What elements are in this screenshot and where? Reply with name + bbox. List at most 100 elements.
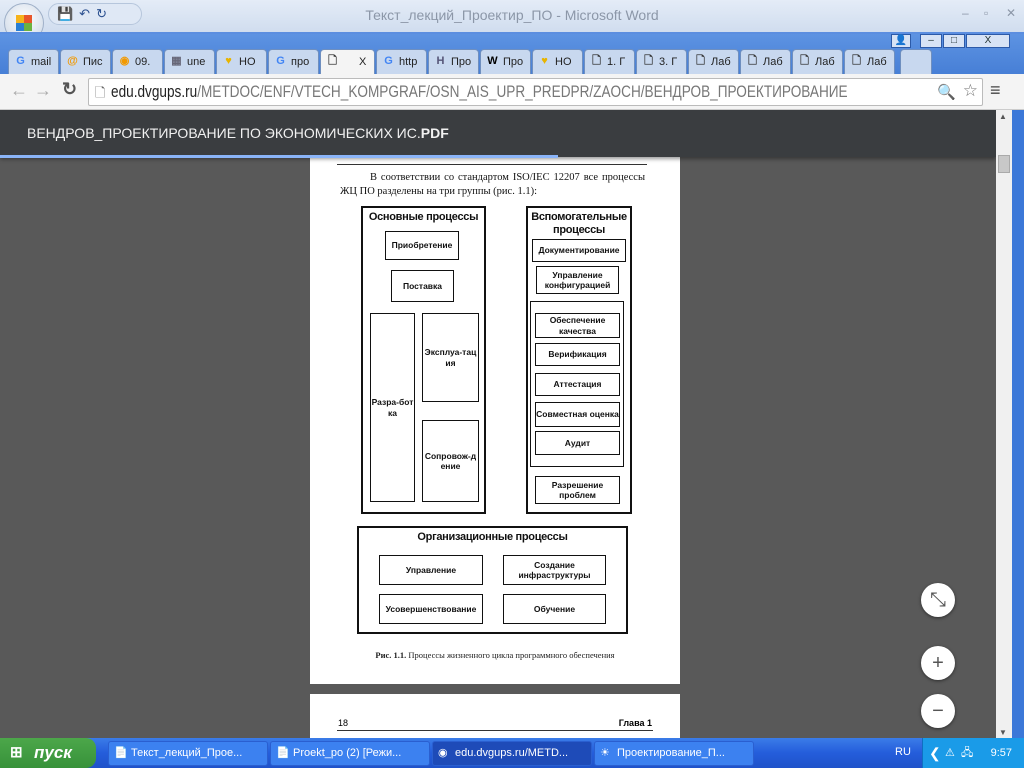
process-box: Разрешение проблем bbox=[535, 476, 620, 504]
tray-expand-icon[interactable]: ❮ bbox=[929, 745, 941, 761]
tab[interactable]: ▦ une bbox=[164, 49, 215, 74]
start-button[interactable]: ⊞пуск bbox=[0, 738, 96, 768]
tab-label: Лаб bbox=[815, 56, 835, 68]
scroll-down-arrow-icon[interactable]: ▼ bbox=[999, 728, 1007, 737]
url-text: edu.dvgups.ru/METDOC/ENF/VTECH_KOMPGRAF/… bbox=[111, 79, 933, 105]
process-box: Создание инфраструктуры bbox=[503, 555, 606, 585]
process-box: Управление конфигурацией bbox=[536, 266, 619, 294]
process-label: Эксплуа-тация bbox=[424, 347, 477, 368]
process-box: Аудит bbox=[535, 431, 620, 455]
tab-close-icon[interactable]: X bbox=[359, 56, 367, 68]
tab-favicon-icon: ◉ bbox=[119, 55, 130, 67]
new-tab-button[interactable] bbox=[900, 49, 932, 74]
header-rule bbox=[337, 164, 647, 165]
minimize-button[interactable]: – bbox=[920, 34, 942, 48]
process-label: Организационные процессы bbox=[417, 531, 568, 543]
pdf-page: В соответствии со стандартом ISO/IEC 122… bbox=[310, 157, 680, 684]
process-label: Обучение bbox=[533, 603, 576, 614]
app-icon: 📄 bbox=[114, 747, 128, 759]
tab-favicon-icon: ♥ bbox=[541, 55, 548, 67]
tab[interactable]: ♥ НО bbox=[216, 49, 267, 74]
quick-access-toolbar[interactable]: 💾↶↻ bbox=[48, 3, 142, 25]
tab[interactable]: @ Пис bbox=[60, 49, 111, 74]
reload-button[interactable]: ↻ bbox=[62, 79, 78, 99]
taskbar-item[interactable]: 📄Proekt_po (2) [Режи... bbox=[270, 741, 430, 766]
process-label: Управление конфигурацией bbox=[544, 269, 611, 290]
process-box: Поставка bbox=[391, 270, 454, 302]
search-icon[interactable]: 🔍 bbox=[937, 84, 956, 101]
taskbar-item-label: Текст_лекций_Прое... bbox=[131, 747, 243, 759]
taskbar-item[interactable]: 📄Текст_лекций_Прое... bbox=[108, 741, 268, 766]
tab[interactable]: 🗋Лаб bbox=[792, 49, 843, 74]
tab[interactable]: 🗋X bbox=[320, 49, 375, 74]
tab[interactable]: 🗋Лаб bbox=[844, 49, 895, 74]
tab-label: une bbox=[187, 56, 206, 68]
tab[interactable]: 🗋3. Г bbox=[636, 49, 687, 74]
tab[interactable]: 🗋1. Г bbox=[584, 49, 635, 74]
zoom-in-button[interactable]: + bbox=[921, 646, 955, 680]
tab-favicon-icon: @ bbox=[67, 55, 78, 67]
process-label: Разра-ботка bbox=[371, 397, 414, 418]
tab-label: НО bbox=[239, 56, 256, 68]
process-label: Обеспечение качества bbox=[549, 315, 606, 336]
language-indicator[interactable]: RU bbox=[895, 746, 911, 758]
tab-favicon-icon: G bbox=[16, 55, 25, 67]
scrollbar[interactable]: ▲ ▼ bbox=[996, 110, 1012, 740]
tab[interactable]: 🗋Лаб bbox=[688, 49, 739, 74]
process-label: Аудит bbox=[564, 437, 591, 448]
back-button[interactable]: ← bbox=[10, 80, 28, 100]
taskbar-item[interactable]: ◉edu.dvgups.ru/METD... bbox=[432, 741, 592, 766]
scrollbar-thumb[interactable] bbox=[998, 155, 1010, 173]
process-box: Разра-ботка bbox=[370, 313, 415, 502]
tab-label: http bbox=[399, 56, 418, 68]
load-progress-bar bbox=[0, 155, 558, 158]
tab-favicon-icon: 🗋 bbox=[644, 55, 653, 67]
process-label: Поставка bbox=[402, 280, 442, 291]
tab-favicon-icon: ▦ bbox=[171, 55, 182, 67]
word-minimize-button[interactable]: – bbox=[962, 6, 969, 20]
taskbar-item-label: edu.dvgups.ru/METD... bbox=[455, 747, 569, 759]
menu-icon[interactable]: ≡ bbox=[990, 80, 1001, 100]
tab-favicon-icon: G bbox=[276, 55, 285, 67]
support-subgroup bbox=[530, 301, 624, 467]
tab-label: про bbox=[291, 56, 310, 68]
process-box: Аттестация bbox=[535, 373, 620, 396]
word-maximize-button[interactable]: ▫ bbox=[984, 6, 989, 20]
taskbar-item[interactable]: ☀Проектирование_П... bbox=[594, 741, 754, 766]
tab-favicon-icon: ♥ bbox=[225, 55, 232, 67]
header-rule bbox=[337, 730, 653, 731]
tab-label: Пис bbox=[83, 56, 103, 68]
process-label: Верификация bbox=[548, 349, 607, 360]
maximize-button[interactable]: □ bbox=[943, 34, 965, 48]
process-label: Документирование bbox=[538, 245, 620, 256]
tab-label: 1. Г bbox=[607, 56, 626, 68]
tab[interactable]: 🗋Лаб bbox=[740, 49, 791, 74]
tab-favicon-icon: 🗋 bbox=[696, 55, 705, 67]
process-box: Верификация bbox=[535, 343, 620, 366]
fit-page-button[interactable]: ⤡ bbox=[921, 583, 955, 617]
tab-label: 09. bbox=[135, 56, 151, 68]
zoom-out-button[interactable]: − bbox=[921, 694, 955, 728]
tab[interactable]: ♥НО bbox=[532, 49, 583, 74]
process-box: Приобретение bbox=[385, 231, 459, 260]
scroll-up-arrow-icon[interactable]: ▲ bbox=[999, 112, 1007, 121]
support-group: Вспомогательные процессы bbox=[526, 206, 632, 514]
forward-button[interactable]: → bbox=[34, 80, 52, 100]
org-group: Организационные процессы bbox=[357, 526, 628, 634]
address-bar[interactable]: 🗋 edu.dvgups.ru/METDOC/ENF/VTECH_KOMPGRA… bbox=[88, 78, 983, 106]
process-label: Основные процессы bbox=[368, 211, 479, 223]
close-button[interactable]: X bbox=[966, 34, 1010, 48]
profile-button[interactable]: 👤 bbox=[891, 34, 911, 48]
caption-text: Процессы жизненного цикла программного о… bbox=[406, 650, 615, 660]
word-close-button[interactable]: ✕ bbox=[1006, 6, 1017, 20]
bookmark-star-icon[interactable]: ☆ bbox=[962, 81, 978, 100]
tab-favicon-icon: W bbox=[487, 55, 498, 67]
tab[interactable]: ◉ 09. bbox=[112, 49, 163, 74]
tab-label: mail bbox=[31, 56, 52, 68]
